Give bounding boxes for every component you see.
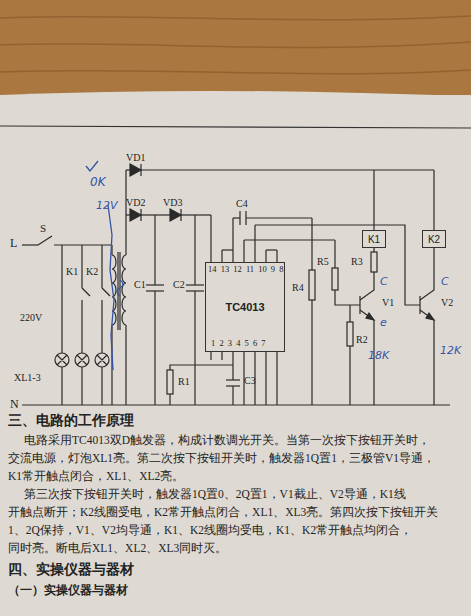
- part-label: VD3: [163, 197, 182, 209]
- part-label: VD2: [126, 197, 145, 209]
- body-text: 三、电路的工作原理: [8, 413, 134, 429]
- node-text: K2: [428, 234, 440, 245]
- body-text: 四、实操仪器与器材: [8, 562, 134, 578]
- switch-label: S: [40, 222, 46, 235]
- node-text: TC4013: [225, 301, 264, 313]
- part-label: C3: [244, 375, 256, 387]
- body-text: K1常开触点闭合，XL1、XL2亮。: [8, 470, 184, 483]
- body-text: 同时亮。断电后XL1、XL2、XL3同时灭。: [8, 542, 227, 555]
- node-text: K1: [368, 234, 380, 245]
- part-label: R5: [317, 256, 329, 268]
- contact-label: K1: [66, 266, 78, 278]
- body-text: 交流电源，灯泡XL1亮。第二次按下按钮开关时，触发器1Q置1，三极管V1导通，: [8, 452, 435, 465]
- part-label: VD1: [126, 152, 145, 164]
- part-label: R1: [178, 376, 190, 388]
- part-label: V1: [382, 297, 394, 309]
- body-text: 1、2Q保持，V1、V2均导通，K1、K2线圈均受电，K1、K2常开触点均闭合，: [8, 524, 412, 537]
- handwritten-note: C: [441, 276, 449, 289]
- part-label: R2: [356, 334, 368, 346]
- body-text: 第三次按下按钮开关时，触发器1Q置0、2Q置1，V1截止、V2导通，K1线: [24, 488, 406, 501]
- part-label: R3: [351, 256, 363, 268]
- part-label: 14 13 12 11 10 9 8: [208, 265, 283, 275]
- lamp-label: XL1-3: [14, 372, 41, 384]
- part-label: R4: [292, 282, 304, 294]
- voltage-label: 220V: [20, 312, 42, 324]
- terminal-label: L: [10, 237, 17, 251]
- part-label: 1 2 3 4 5 6 7: [211, 339, 266, 349]
- handwritten-note: 12V: [96, 200, 118, 213]
- body-text: 电路采用TC4013双D触发器，构成计数调光开关。当第一次按下按钮开关时，: [24, 434, 430, 447]
- body-text: 开触点断开；K2线圈受电，K2常开触点闭合，XL1、XL3亮。第四次按下按钮开关: [8, 506, 438, 519]
- handwritten-note: 18K: [368, 350, 389, 363]
- handwritten-note: C: [380, 276, 388, 289]
- body-text: （一）实操仪器与器材: [8, 584, 128, 598]
- relay-coil: K1: [362, 230, 386, 248]
- handwritten-note: e: [380, 317, 387, 330]
- handwritten-note: 0K: [90, 176, 106, 190]
- part-label: C4: [236, 198, 248, 210]
- part-label: C2: [173, 279, 185, 291]
- relay-coil: K2: [422, 230, 446, 248]
- part-label: V2: [441, 297, 453, 309]
- contact-label: K2: [86, 266, 98, 278]
- handwritten-note: 12K: [440, 345, 461, 358]
- part-label: C1: [134, 279, 146, 291]
- terminal-label: N: [10, 398, 19, 412]
